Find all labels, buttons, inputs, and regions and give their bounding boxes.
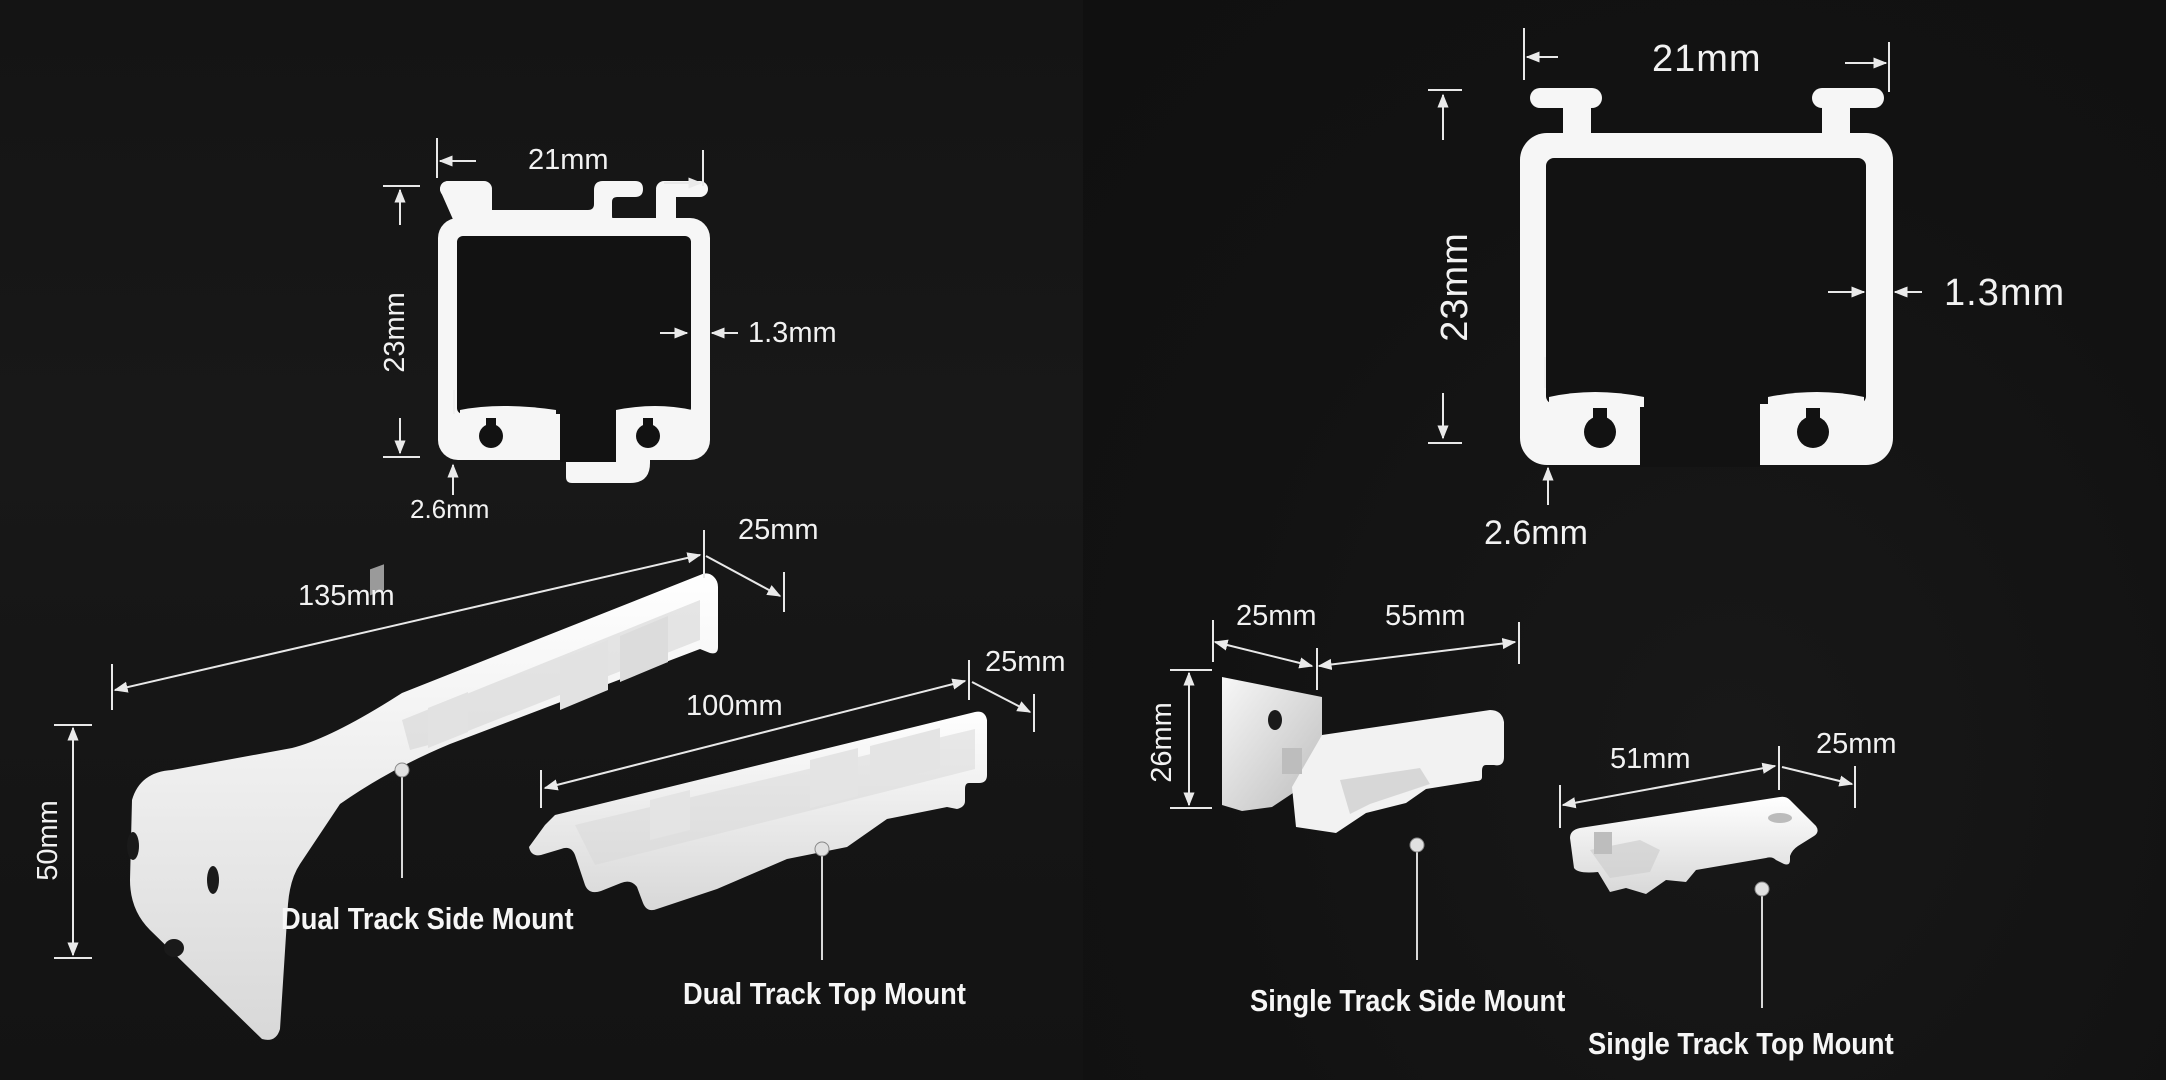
image-edge-strip <box>2166 0 2181 1080</box>
single-side-mount-height-label: 26mm <box>1145 702 1178 783</box>
single-top-mount-title: Single Track Top Mount <box>1588 1026 1894 1061</box>
single-track-profile <box>1520 88 1893 467</box>
dual-track-profile <box>438 181 710 483</box>
single-profile-wall-label: 1.3mm <box>1944 272 2066 314</box>
dual-side-mount-height-label: 50mm <box>31 800 64 881</box>
single-top-mount-depth-label: 25mm <box>1816 728 1897 760</box>
dual-profile-wall-label: 1.3mm <box>748 317 837 349</box>
single-top-mount-length-label: 51mm <box>1610 743 1691 775</box>
dual-track-top-mount-bracket <box>529 711 987 911</box>
single-profile-width-label: 21mm <box>1652 38 1762 80</box>
single-top-mount-dimension-lines <box>1559 746 1856 828</box>
dual-side-mount-title: Dual Track Side Mount <box>281 901 574 936</box>
single-side-mount-dimension-lines <box>1170 620 1520 809</box>
dual-side-mount-length-label: 135mm <box>298 580 395 612</box>
dual-side-mount-pointer <box>394 762 410 878</box>
single-top-mount-pointer <box>1754 881 1770 1008</box>
dual-profile-dimension-lines <box>383 138 738 495</box>
single-profile-dimension-lines <box>1428 28 1922 505</box>
single-side-mount-plate-width-label: 25mm <box>1236 600 1317 632</box>
single-profile-height-label: 23mm <box>1433 232 1476 342</box>
single-track-top-mount-bracket <box>1570 796 1818 894</box>
dual-profile-base-label: 2.6mm <box>410 494 490 524</box>
single-side-mount-pointer <box>1409 837 1425 960</box>
dual-top-mount-pointer <box>814 841 830 960</box>
dual-top-mount-depth-label: 25mm <box>985 646 1066 678</box>
dual-top-mount-dimension-lines <box>540 660 1035 808</box>
dual-profile-height-label: 23mm <box>378 292 411 373</box>
single-profile-base-label: 2.6mm <box>1484 514 1588 552</box>
single-track-side-mount-bracket <box>1222 677 1504 833</box>
dual-top-mount-length-label: 100mm <box>686 690 783 722</box>
dual-profile-width-label: 21mm <box>528 144 609 176</box>
single-side-mount-title: Single Track Side Mount <box>1250 983 1566 1018</box>
dual-side-mount-dimension-lines <box>54 530 785 959</box>
dual-top-mount-title: Dual Track Top Mount <box>683 976 966 1011</box>
single-side-mount-arm-length-label: 55mm <box>1385 600 1466 632</box>
dual-side-mount-depth-label: 25mm <box>738 514 819 546</box>
